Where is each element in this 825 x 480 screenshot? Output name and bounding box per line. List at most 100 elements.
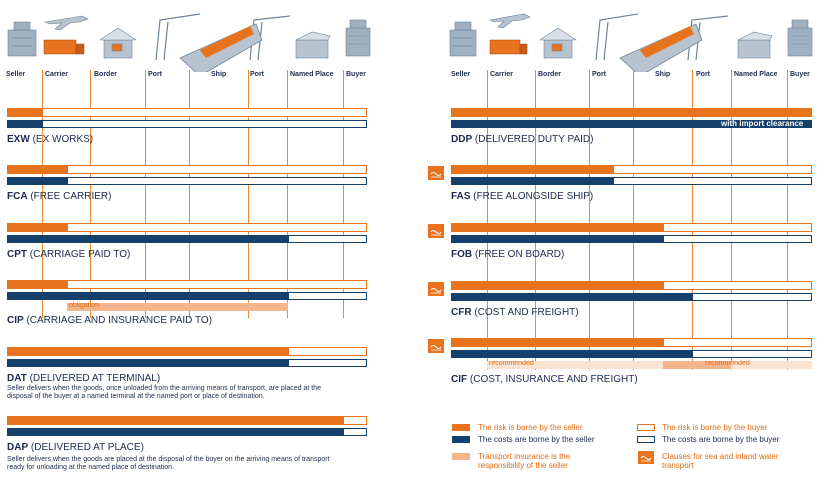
ddp-risk-bar xyxy=(451,108,812,117)
ddp-title: DDP (DELIVERED DUTY PAID) xyxy=(451,134,594,145)
cif-insurance-bar-2 xyxy=(663,361,731,369)
cip-insurance-label: obligation xyxy=(69,302,99,309)
scale-port-dest: Port xyxy=(250,71,264,78)
guide-line xyxy=(487,70,488,370)
cpt-risk-bar xyxy=(7,223,367,232)
scale-buyer: Buyer xyxy=(790,71,810,78)
fas-cost-bar xyxy=(451,177,812,185)
guide-line xyxy=(145,70,146,318)
legend-cost-seller: The costs are borne by the seller xyxy=(478,435,595,444)
scale-buyer: Buyer xyxy=(346,71,366,78)
fca-title: FCA (FREE CARRIER) xyxy=(7,191,112,202)
right-illustration xyxy=(449,13,813,72)
guide-line xyxy=(633,70,634,370)
cip-insurance-bar xyxy=(67,303,288,311)
ship-icon xyxy=(179,23,263,72)
scale-seller: Seller xyxy=(6,71,26,78)
cfr-title: CFR (COST AND FREIGHT) xyxy=(451,307,579,318)
legend-sea: Clauses for sea and inland water transpo… xyxy=(662,452,779,470)
dat-cost-bar xyxy=(7,359,367,367)
guide-line xyxy=(692,70,693,370)
ddp-clearance-label: with import clearance xyxy=(721,119,804,128)
scale-carrier: Carrier xyxy=(490,71,513,78)
plane-icon xyxy=(489,13,531,29)
scale-seller: Seller xyxy=(451,71,471,78)
fob-title: FOB (FREE ON BOARD) xyxy=(451,249,565,260)
cip-risk-bar xyxy=(7,280,367,289)
cpt-cost-bar xyxy=(7,235,367,243)
scale-port-dest: Port xyxy=(696,71,710,78)
cif-title: CIF (COST, INSURANCE AND FREIGHT) xyxy=(451,374,638,385)
dat-description: Seller delivers when the goods, once unl… xyxy=(7,385,322,400)
guide-line xyxy=(731,70,732,370)
ddp-cost-bar xyxy=(451,120,812,128)
fob-risk-bar xyxy=(451,223,812,232)
fca-cost-bar xyxy=(7,177,367,185)
sea-clause-icon xyxy=(638,451,654,464)
guide-line xyxy=(189,70,190,318)
exw-title: EXW (EX WORKS) xyxy=(7,134,94,145)
sea-clause-icon xyxy=(428,166,444,180)
destination-warehouse-icon xyxy=(295,31,331,59)
guide-line xyxy=(343,70,344,318)
cip-cost-bar xyxy=(7,292,367,300)
legend-insurance: Transport insurance is the responsibilit… xyxy=(478,452,571,470)
dap-cost-bar xyxy=(7,428,367,436)
guide-line xyxy=(90,70,91,318)
scale-border: Border xyxy=(538,71,561,78)
carrier-truck-icon xyxy=(43,39,85,55)
buyer-building-icon xyxy=(345,19,371,57)
fca-risk-bar xyxy=(7,165,367,174)
guide-line xyxy=(248,70,249,318)
guide-line xyxy=(589,70,590,370)
scale-named-place: Named Place xyxy=(734,71,778,78)
seller-building-icon xyxy=(449,21,477,57)
cif-risk-bar xyxy=(451,338,812,347)
cfr-cost-bar xyxy=(451,293,812,301)
exw-risk-bar xyxy=(7,108,367,117)
plane-icon xyxy=(43,15,89,31)
sea-clause-icon xyxy=(428,224,444,238)
fob-cost-bar xyxy=(451,235,812,243)
legend-swatch-cost-seller xyxy=(452,436,470,443)
dat-risk-bar xyxy=(7,347,367,356)
exw-cost-bar xyxy=(7,120,367,128)
scale-port: Port xyxy=(148,71,162,78)
cif-insurance-bar-3 xyxy=(731,361,812,369)
sea-clause-icon xyxy=(428,282,444,296)
cif-cost-bar xyxy=(451,350,812,358)
scale-border: Border xyxy=(94,71,117,78)
dap-risk-bar xyxy=(7,416,367,425)
scale-named-place: Named Place xyxy=(290,71,334,78)
sea-clause-icon xyxy=(428,339,444,353)
seller-building-icon xyxy=(7,21,37,57)
fas-title: FAS (FREE ALONGSIDE SHIP) xyxy=(451,191,594,202)
left-illustration xyxy=(7,13,371,72)
legend-risk-buyer: The risk is borne by the buyer xyxy=(662,423,768,432)
guide-line xyxy=(287,70,288,318)
buyer-building-icon xyxy=(787,19,813,57)
border-house-icon xyxy=(539,27,577,59)
destination-warehouse-icon xyxy=(737,31,773,59)
scale-ship: Ship xyxy=(655,71,671,78)
legend-cost-buyer: The costs are borne by the buyer xyxy=(662,435,780,444)
legend-swatch-cost-buyer xyxy=(637,436,655,443)
cif-insurance-bar-1 xyxy=(487,361,663,369)
dat-title: DAT (DELIVERED AT TERMINAL) xyxy=(7,373,161,384)
guide-line xyxy=(42,70,43,318)
legend-risk-seller: The risk is borne by the seller xyxy=(478,423,583,432)
guide-line xyxy=(787,70,788,370)
scale-port: Port xyxy=(592,71,606,78)
legend-swatch-risk-buyer xyxy=(637,424,655,431)
fas-risk-bar xyxy=(451,165,812,174)
cip-title: CIP (CARRIAGE AND INSURANCE PAID TO) xyxy=(7,315,213,326)
cif-insurance-label-1: recommended xyxy=(489,360,534,367)
cif-insurance-label-2: recommended xyxy=(705,360,750,367)
dap-title: DAP (DELIVERED AT PLACE) xyxy=(7,442,144,453)
scale-carrier: Carrier xyxy=(45,71,68,78)
legend-swatch-insurance xyxy=(452,453,470,460)
guide-line xyxy=(535,70,536,370)
cfr-risk-bar xyxy=(451,281,812,290)
border-house-icon xyxy=(99,27,137,59)
cpt-title: CPT (CARRIAGE PAID TO) xyxy=(7,249,131,260)
